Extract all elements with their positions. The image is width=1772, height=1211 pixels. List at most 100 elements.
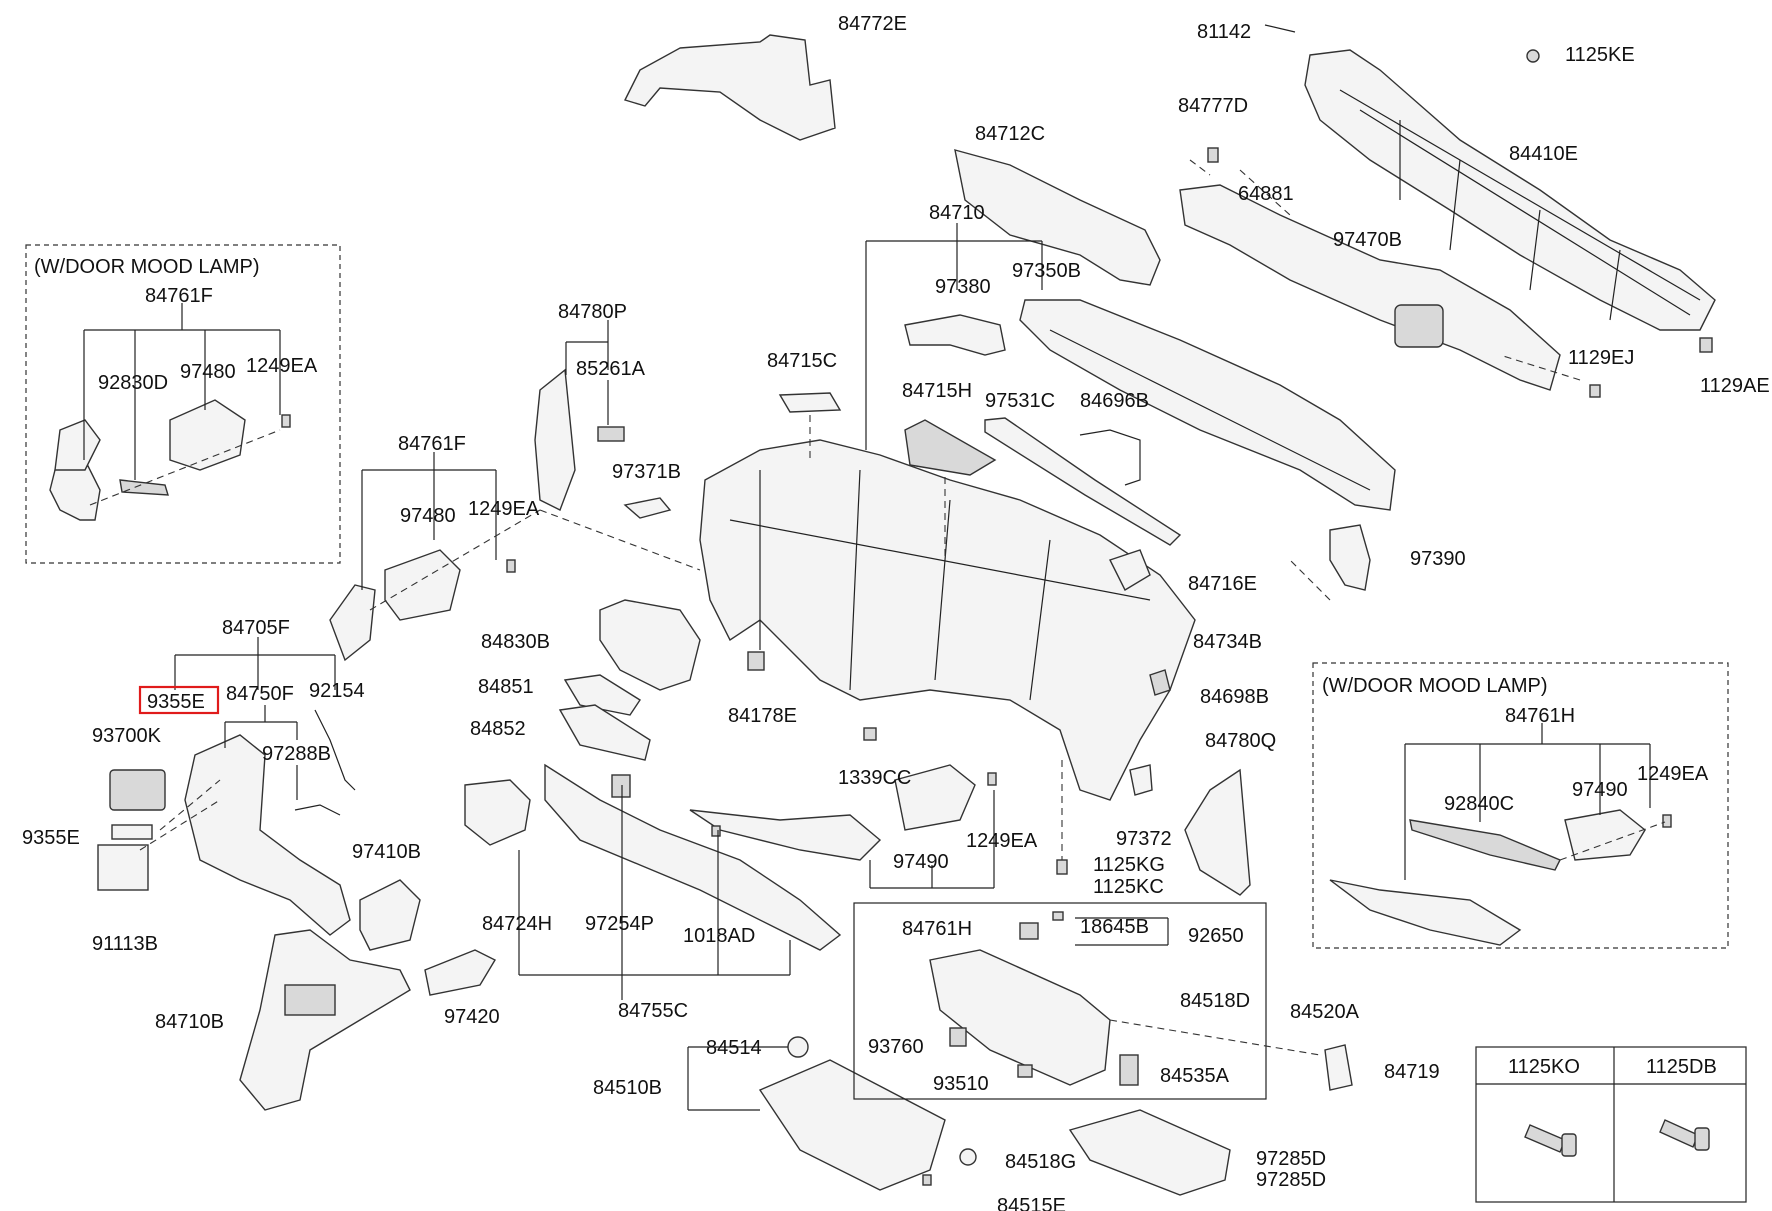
shroud-84852 [558,704,651,761]
label-92830D: 92830D [98,372,168,394]
label-81142: 81142 [1197,21,1251,43]
duct-outlet-97470B [1394,304,1444,348]
label-9355E: 9355E [22,827,80,849]
label-84705F: 84705F [222,617,290,639]
bolt-1125KG [1056,859,1068,875]
group-box-right [1312,662,1729,949]
bolt-1129EJ [1589,384,1601,398]
vent-97490-b [1564,809,1646,861]
bolt-1249EA-d [1662,814,1672,828]
bracket-84696B [1079,429,1141,486]
switch-93700K [109,769,166,811]
label-97410B: 97410B [352,841,421,863]
label-91113B: 91113B [92,933,158,955]
mood-lamp-label-right: (W/DOOR MOOD LAMP) [1322,675,1548,697]
cap-84514 [787,1036,809,1058]
nut-1125KE [1526,49,1540,63]
label-97371B: 97371B [612,461,681,483]
garnish-84761H-a [689,809,882,861]
label-93760: 93760 [868,1036,924,1058]
wire-97288B [294,804,341,816]
cover-84715C [778,392,842,413]
sensor-97254P [611,774,631,798]
label-97420: 97420 [444,1006,500,1028]
duct-end-97390 [1329,524,1371,591]
fastener-table: 1125KO 1125DB [1475,1046,1747,1203]
garnish-84761F-b [329,584,376,662]
label-84780Q: 84780Q [1205,730,1276,752]
label-84755C: 84755C [618,1000,688,1022]
switch-9355E [111,824,153,840]
bolt-1249EA-a [281,414,291,428]
label-84761H-lower: 84761H [902,918,972,940]
label-84515E: 84515E [997,1195,1066,1211]
label-97372: 97372 [1116,828,1172,850]
lower-center-84710B [239,929,411,1111]
label-97288B: 97288B [262,743,331,765]
label-84761F-b: 84761F [398,433,466,455]
label-84535A: 84535A [1160,1065,1230,1087]
center-fascia-84750F [184,734,351,936]
part-shapes [49,24,1716,1196]
label-97390: 97390 [1410,548,1466,570]
label-84715H: 84715H [902,380,972,402]
label-84734B: 84734B [1193,631,1262,653]
glovebox-84518D [929,949,1111,1086]
vent-97480-b [384,549,461,621]
clip-1339CC [863,727,877,741]
bolt-1249EA-b [506,559,516,573]
vent-97371B [623,497,672,519]
highlight-box-9355E [138,685,220,715]
defroster-grille-97531C [984,417,1182,546]
group-box-glovebox [853,902,1267,1100]
label-1018AD: 1018AD [683,925,755,947]
label-92154: 92154 [309,680,365,702]
side-panel-84780P [534,368,576,511]
label-97480-a: 97480 [180,361,236,383]
bulb-18645B [1052,911,1064,921]
side-cover-84780Q [1184,768,1251,896]
label-97380: 97380 [935,276,991,298]
label-97470B: 97470B [1333,229,1402,251]
label-84772E: 84772E [838,13,907,35]
label-84851: 84851 [478,676,534,698]
crash-pad-84710 [699,439,1196,801]
label-84716E: 84716E [1188,573,1257,595]
cowl-crossbar-84410E [1304,49,1716,331]
label-84518G: 84518G [1005,1151,1076,1173]
part-labels: 84772E 81142 1125KE 84777D 84712C 84410E… [22,13,1770,1211]
lamp-92650 [1019,922,1039,940]
cover-84851 [563,674,641,716]
clip-93510 [1017,1064,1033,1078]
duct-64881 [1179,184,1561,391]
bolt-icon-1125DB [1659,1119,1710,1151]
vent-97410B [359,879,421,951]
label-1129EJ: 1129EJ [1568,347,1634,369]
label-1249EA-c: 1249EA [966,830,1038,852]
label-97285D-a: 97285D [1256,1148,1326,1170]
garnish-84761H-b [1329,879,1522,946]
leader-lines [83,159,1666,1111]
label-84830B: 84830B [481,631,550,653]
fastener-header-1125KO: 1125KO [1508,1056,1580,1078]
vent-97490-a [894,764,976,831]
label-84514: 84514 [706,1037,762,1059]
label-97350B: 97350B [1012,260,1081,282]
label-1125KG: 1125KG [1093,854,1165,876]
tray-97285D [1068,1109,1231,1196]
label-97490-a: 97490 [893,851,949,873]
label-18645B: 18645B [1080,916,1149,938]
duct-84712C [954,149,1161,286]
label-84520A: 84520A [1290,1001,1360,1023]
damper-84535A [1119,1054,1139,1086]
lamp-93760 [949,1027,967,1047]
cap-84518G [959,1148,977,1166]
cover-84716E [1109,549,1151,591]
clip-84698B [1149,669,1171,696]
pad-85261A [597,426,625,442]
bolt-81142 [1264,24,1296,33]
bracket-84719 [1324,1044,1353,1091]
label-1249EA-b: 1249EA [468,498,540,520]
label-84761F-a: 84761F [145,285,213,307]
